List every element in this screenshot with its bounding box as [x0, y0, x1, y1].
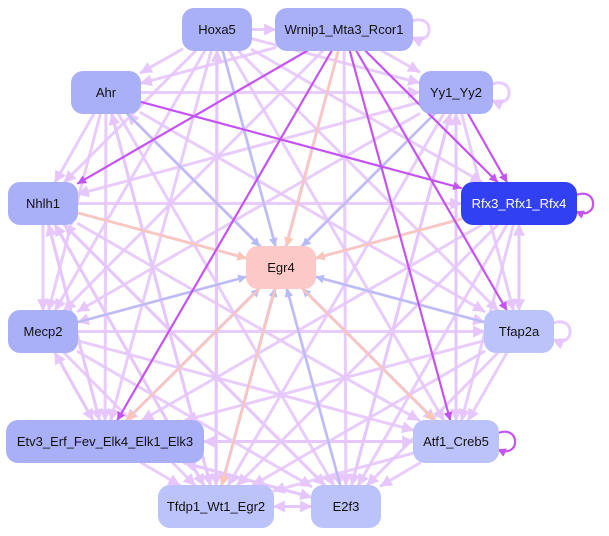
edge-wrnip1-to-e2f3 — [339, 49, 352, 487]
edge-rfx3-to-etv3 — [140, 223, 484, 422]
edge-ahr-to-rfx3 — [139, 100, 463, 191]
node-etv3-erf-fev-elk4-elk1-elk3[interactable]: Etv3_Erf_Fev_Elk4_Elk1_Elk3 — [6, 420, 204, 463]
edge-wrnip1-to-ahr — [139, 46, 277, 87]
edge-wrnip1-to-atf1 — [348, 49, 453, 422]
edge-mecp2-to-egr4 — [76, 274, 248, 324]
edge-nhlh1-to-egr4 — [76, 211, 248, 261]
node-yy1-yy2[interactable]: Yy1_Yy2 — [419, 71, 493, 114]
self-loop-tfap2a — [551, 320, 572, 350]
node-rfx3-rfx1-rfx4[interactable]: Rfx3_Rfx1_Rfx4 — [461, 182, 577, 225]
edge-hoxa5-to-egr4 — [221, 49, 278, 248]
edge-yy1-to-rfx3 — [467, 112, 508, 184]
node-tfap2a[interactable]: Tfap2a — [484, 310, 554, 353]
edge-ahr-to-nhlh1 — [53, 112, 96, 184]
edge-tfdp1-to-hoxa5 — [210, 49, 223, 487]
node-wrnip1-mta3-rcor1[interactable]: Wrnip1_Mta3_Rcor1 — [275, 8, 413, 51]
edge-egr4-to-atf1 — [301, 287, 436, 422]
node-tfdp1-wt1-egr2[interactable]: Tfdp1_Wt1_Egr2 — [158, 485, 274, 528]
edge-nhlh1-to-atf1 — [76, 222, 421, 422]
edge-yy1-to-mecp2 — [76, 112, 421, 313]
node-hoxa5[interactable]: Hoxa5 — [182, 8, 252, 51]
edge-tfap2a-to-egr4 — [314, 274, 486, 324]
node-nhlh1[interactable]: Nhlh1 — [8, 182, 78, 225]
edge-e2f3-to-etv3 — [183, 460, 313, 499]
edge-hoxa5-to-atf1 — [227, 49, 446, 422]
self-loop-yy1 — [490, 81, 511, 111]
edge-hoxa5-to-ahr — [139, 47, 184, 75]
edge-ahr-to-tfap2a — [139, 111, 486, 313]
node-egr4[interactable]: Egr4 — [246, 246, 316, 289]
edge-mecp2-to-atf1 — [76, 339, 415, 434]
edge-e2f3-to-nhlh1 — [63, 223, 326, 487]
edge-wrnip1-to-etv3 — [116, 49, 333, 422]
edge-tfap2a-to-etv3 — [184, 339, 486, 424]
edge-wrnip1-to-yy1 — [380, 49, 421, 74]
edge-etv3-to-mecp2 — [53, 351, 95, 422]
node-mecp2[interactable]: Mecp2 — [8, 310, 78, 353]
edge-egr4-to-etv3 — [125, 287, 261, 422]
edge-e2f3-to-egr4 — [284, 287, 342, 487]
edge-rfx3-to-egr4 — [314, 217, 463, 261]
node-e2f3[interactable]: E2f3 — [311, 485, 381, 528]
edge-etv3-to-tfdp1 — [140, 461, 181, 487]
edge-tfap2a-to-atf1 — [466, 351, 509, 422]
self-loop-rfx3 — [574, 192, 595, 219]
edge-wrnip1-to-nhlh1 — [76, 49, 308, 185]
edge-atf1-to-tfdp1 — [272, 451, 415, 494]
node-ahr[interactable]: Ahr — [71, 71, 141, 114]
edge-wrnip1-to-rfx3 — [364, 49, 499, 184]
self-loop-atf1 — [496, 430, 517, 457]
edge-ahr-to-egr4 — [126, 112, 261, 248]
node-atf1-creb5[interactable]: Atf1_Creb5 — [413, 420, 499, 463]
edge-atf1-to-e2f3 — [379, 461, 422, 488]
edge-egr4-to-tfdp1 — [219, 287, 277, 487]
self-loop-wrnip1 — [410, 18, 431, 48]
edge-yy1-to-egr4 — [301, 112, 436, 248]
